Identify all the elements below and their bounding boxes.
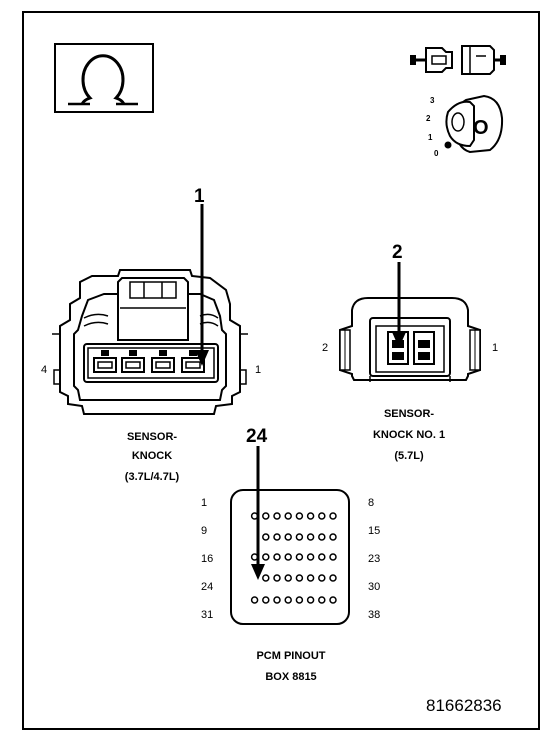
- left-connector-pin-4-label: 4: [41, 364, 48, 376]
- pcm-pin: [295, 553, 304, 561]
- pcm-row-end-label: 30: [368, 581, 381, 593]
- pcm-connector: [230, 489, 350, 625]
- right-connector-pin-2-label: 2: [322, 342, 329, 354]
- pcm-pin: [262, 512, 270, 520]
- pcm-caption-line2: BOX 8815: [265, 671, 317, 683]
- pcm-pin: [306, 512, 315, 520]
- knock-sensor-connector-right: [339, 297, 481, 382]
- pcm-pin-grid: [250, 512, 337, 604]
- left-connector-terminal-2: [151, 350, 175, 373]
- pcm-pin: [306, 553, 315, 561]
- callout-arrow-2: [392, 262, 406, 348]
- ignition-position-label: 1: [428, 133, 433, 142]
- pcm-row-end-label: 38: [368, 609, 381, 621]
- pcm-caption-line1: PCM PINOUT: [256, 650, 326, 662]
- pcm-pin: [262, 533, 270, 541]
- left-connector-pin-1-label: 1: [255, 364, 262, 376]
- callout-label-2: 2: [392, 242, 403, 263]
- left-connector-caption-line2: KNOCK: [131, 450, 173, 462]
- right-connector-pin-1-label: 1: [492, 342, 499, 354]
- pcm-pin: [273, 512, 281, 520]
- pcm-row-start-label: 9: [201, 525, 208, 537]
- pcm-pin: [306, 533, 315, 541]
- pcm-pin: [318, 574, 326, 582]
- callout-label-1: 1: [194, 186, 205, 207]
- pcm-pin: [250, 596, 259, 604]
- left-connector-terminal-3: [121, 350, 145, 373]
- right-connector-caption-line2: KNOCK NO. 1: [372, 429, 446, 441]
- pcm-pin: [273, 533, 281, 541]
- pcm-row-end-label: 8: [368, 497, 375, 509]
- pcm-row-start-label: 16: [201, 553, 214, 565]
- knock-sensor-connector-left: [52, 269, 248, 415]
- pcm-pin: [318, 512, 326, 520]
- ignition-position-label: 3: [430, 96, 435, 105]
- pcm-pin: [262, 574, 270, 582]
- ignition-key-label: O: [473, 117, 489, 139]
- pcm-pin: [273, 574, 281, 582]
- pcm-pin: [284, 596, 292, 604]
- pcm-pin: [262, 553, 270, 561]
- pcm-pin: [329, 512, 337, 520]
- pcm-pin: [284, 533, 292, 541]
- callout-arrow-24: [251, 446, 265, 580]
- ignition-key-off-icon: [444, 94, 504, 154]
- pcm-row-start-label: 24: [201, 581, 214, 593]
- left-connector-terminal-1: [181, 350, 205, 373]
- ignition-position-label: 0: [434, 149, 439, 158]
- pcm-pin: [329, 574, 337, 582]
- connector-disconnect-icon: [410, 45, 506, 75]
- figure-number: 81662836: [426, 696, 502, 715]
- pcm-pin: [262, 596, 270, 604]
- ignition-position-label: 2: [426, 114, 431, 123]
- pcm-pin: [329, 533, 337, 541]
- pcm-row-start-label: 31: [201, 609, 214, 621]
- left-connector-terminal-4: [93, 350, 117, 373]
- pcm-pin: [273, 553, 281, 561]
- pcm-pin: [318, 596, 326, 604]
- pcm-pin: [284, 512, 292, 520]
- pcm-pin: [295, 512, 304, 520]
- right-connector-caption-line3: (5.7L): [394, 450, 424, 462]
- pcm-pin: [318, 553, 326, 561]
- pcm-pin: [273, 596, 281, 604]
- callout-label-24: 24: [246, 426, 268, 447]
- ignition-off-marker: [444, 141, 452, 149]
- pcm-pin: [329, 553, 337, 561]
- pcm-pin: [306, 574, 315, 582]
- left-connector-caption-line1: SENSOR-: [126, 431, 178, 443]
- pcm-pin: [284, 553, 292, 561]
- pcm-pin: [295, 574, 304, 582]
- right-connector-caption-line1: SENSOR-: [383, 408, 435, 420]
- pcm-pin: [306, 596, 315, 604]
- callout-arrow-1: [195, 204, 209, 366]
- pcm-pin: [295, 596, 304, 604]
- pcm-row-end-label: 23: [368, 553, 381, 565]
- pcm-row-start-label: 1: [201, 497, 208, 509]
- left-connector-caption-line3: (3.7L/4.7L): [124, 471, 180, 483]
- figure-frame: [22, 11, 540, 730]
- ohmmeter-icon: [54, 43, 154, 113]
- pcm-pin: [284, 574, 292, 582]
- pcm-row-end-label: 15: [368, 525, 381, 537]
- pcm-pin: [329, 596, 337, 604]
- right-connector-terminal-1: [413, 331, 435, 365]
- pcm-pin: [318, 533, 326, 541]
- pcm-pin: [295, 533, 304, 541]
